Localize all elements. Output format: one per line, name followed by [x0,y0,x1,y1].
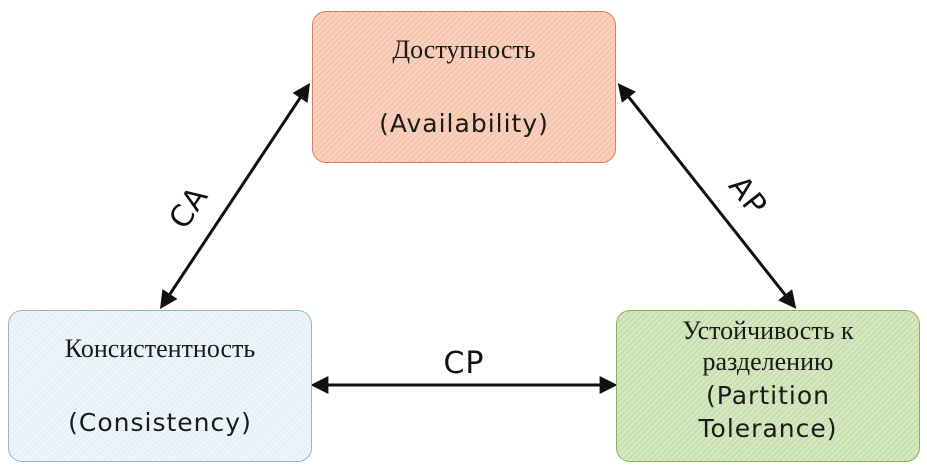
edge-ap-label: AP [721,169,774,223]
edge-ap-arrow [617,83,797,309]
node-availability: Доступность (Availability) [312,11,616,163]
node-partition-title-line2: разделению [702,347,834,376]
node-consistency-subtitle: (Consistency) [68,408,252,437]
node-availability-title: Доступность [392,35,536,64]
node-partition-subtitle-line2: Tolerance) [698,414,838,443]
node-consistency-title: Консистентность [64,334,256,363]
node-partition: Устойчивость к разделению (Partition Tol… [616,310,920,462]
node-partition-subtitle-line1: (Partition [706,381,830,410]
edge-ca-arrow [160,83,310,309]
edge-cp-label: CP [443,346,484,381]
node-availability-subtitle: (Availability) [379,109,549,138]
edge-ca-label: CA [162,180,215,236]
node-consistency: Консистентность (Consistency) [8,310,312,462]
node-partition-title-line1: Устойчивость к [682,316,854,345]
